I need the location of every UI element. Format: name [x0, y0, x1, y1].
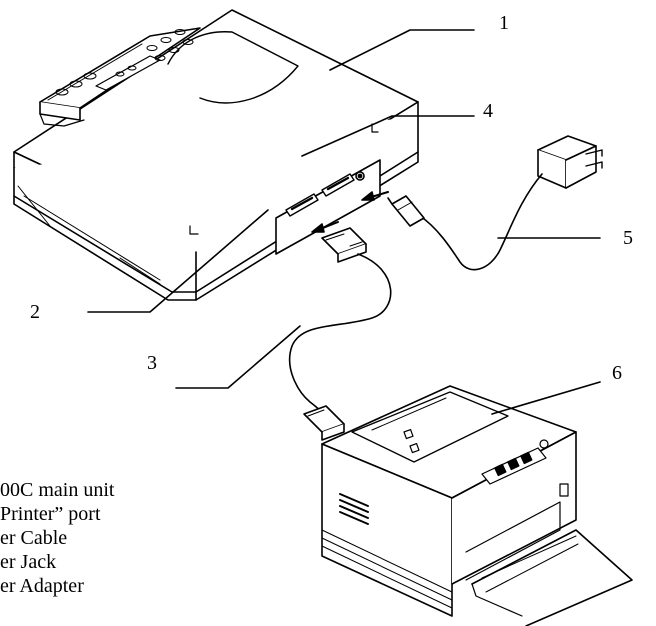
connection-arrows	[311, 191, 389, 233]
callout-6: 6	[612, 362, 622, 384]
leader-line-4	[301, 115, 475, 157]
callout-2: 2	[30, 301, 40, 323]
legend-item-4: er Jack	[0, 551, 57, 573]
scanner-unit	[13, 9, 419, 301]
leader-line-2	[87, 209, 269, 313]
leader-line-1	[329, 29, 475, 71]
callout-4: 4	[483, 100, 493, 122]
callout-1: 1	[499, 12, 509, 34]
leader-line-6	[491, 381, 601, 415]
leader-lines	[87, 29, 601, 415]
legend-item-1: 00C main unit	[0, 479, 115, 501]
callout-3: 3	[147, 352, 157, 374]
callout-5: 5	[623, 227, 633, 249]
leader-line-3	[175, 325, 301, 389]
power-adapter	[387, 135, 603, 271]
printer	[321, 385, 633, 626]
printer-cable	[288, 227, 392, 441]
legend-item-3: er Cable	[0, 527, 68, 549]
legend-item-2: Printer” port	[0, 503, 101, 525]
legend-item-5: er Adapter	[0, 575, 84, 597]
legend: 00C main unit Printer” port er Cable er …	[0, 476, 180, 626]
